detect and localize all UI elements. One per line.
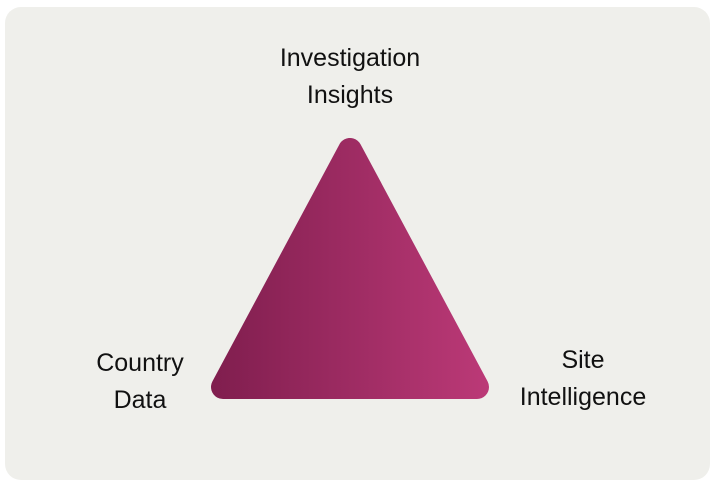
label-country-data: Country Data: [70, 345, 210, 419]
label-site-intelligence: Site Intelligence: [498, 342, 668, 416]
label-line: Investigation: [279, 44, 421, 72]
label-line: Insights: [306, 81, 394, 109]
label-investigation-insights: Investigation Insights: [250, 40, 450, 114]
label-line: Country: [96, 349, 184, 377]
label-line: Intelligence: [519, 383, 647, 411]
label-line: Data: [113, 386, 167, 414]
triangle: [211, 138, 489, 399]
label-line: Site: [561, 346, 605, 374]
